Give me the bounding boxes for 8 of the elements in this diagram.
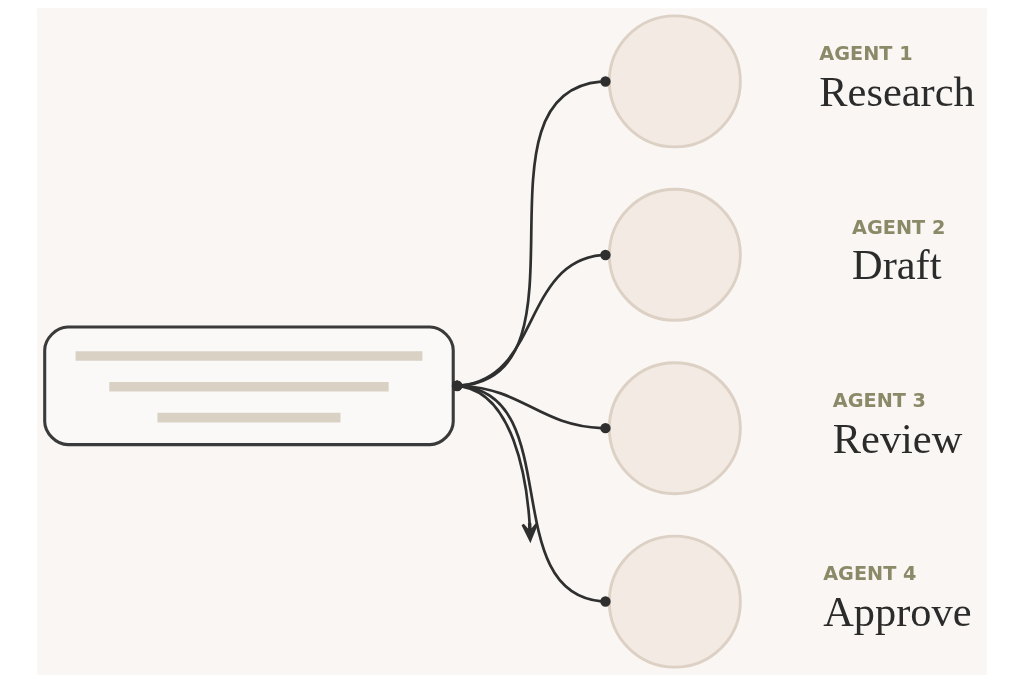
node-label: AGENT 3: [832, 389, 927, 413]
node-label: AGENT 2: [852, 215, 946, 239]
node-label: AGENT 1: [819, 42, 913, 66]
node-label: AGENT 4: [823, 562, 917, 586]
node-label: Review: [832, 414, 963, 462]
node-label: Draft: [852, 241, 942, 289]
node-label: Research: [819, 67, 975, 115]
node-label: Approve: [823, 587, 972, 635]
